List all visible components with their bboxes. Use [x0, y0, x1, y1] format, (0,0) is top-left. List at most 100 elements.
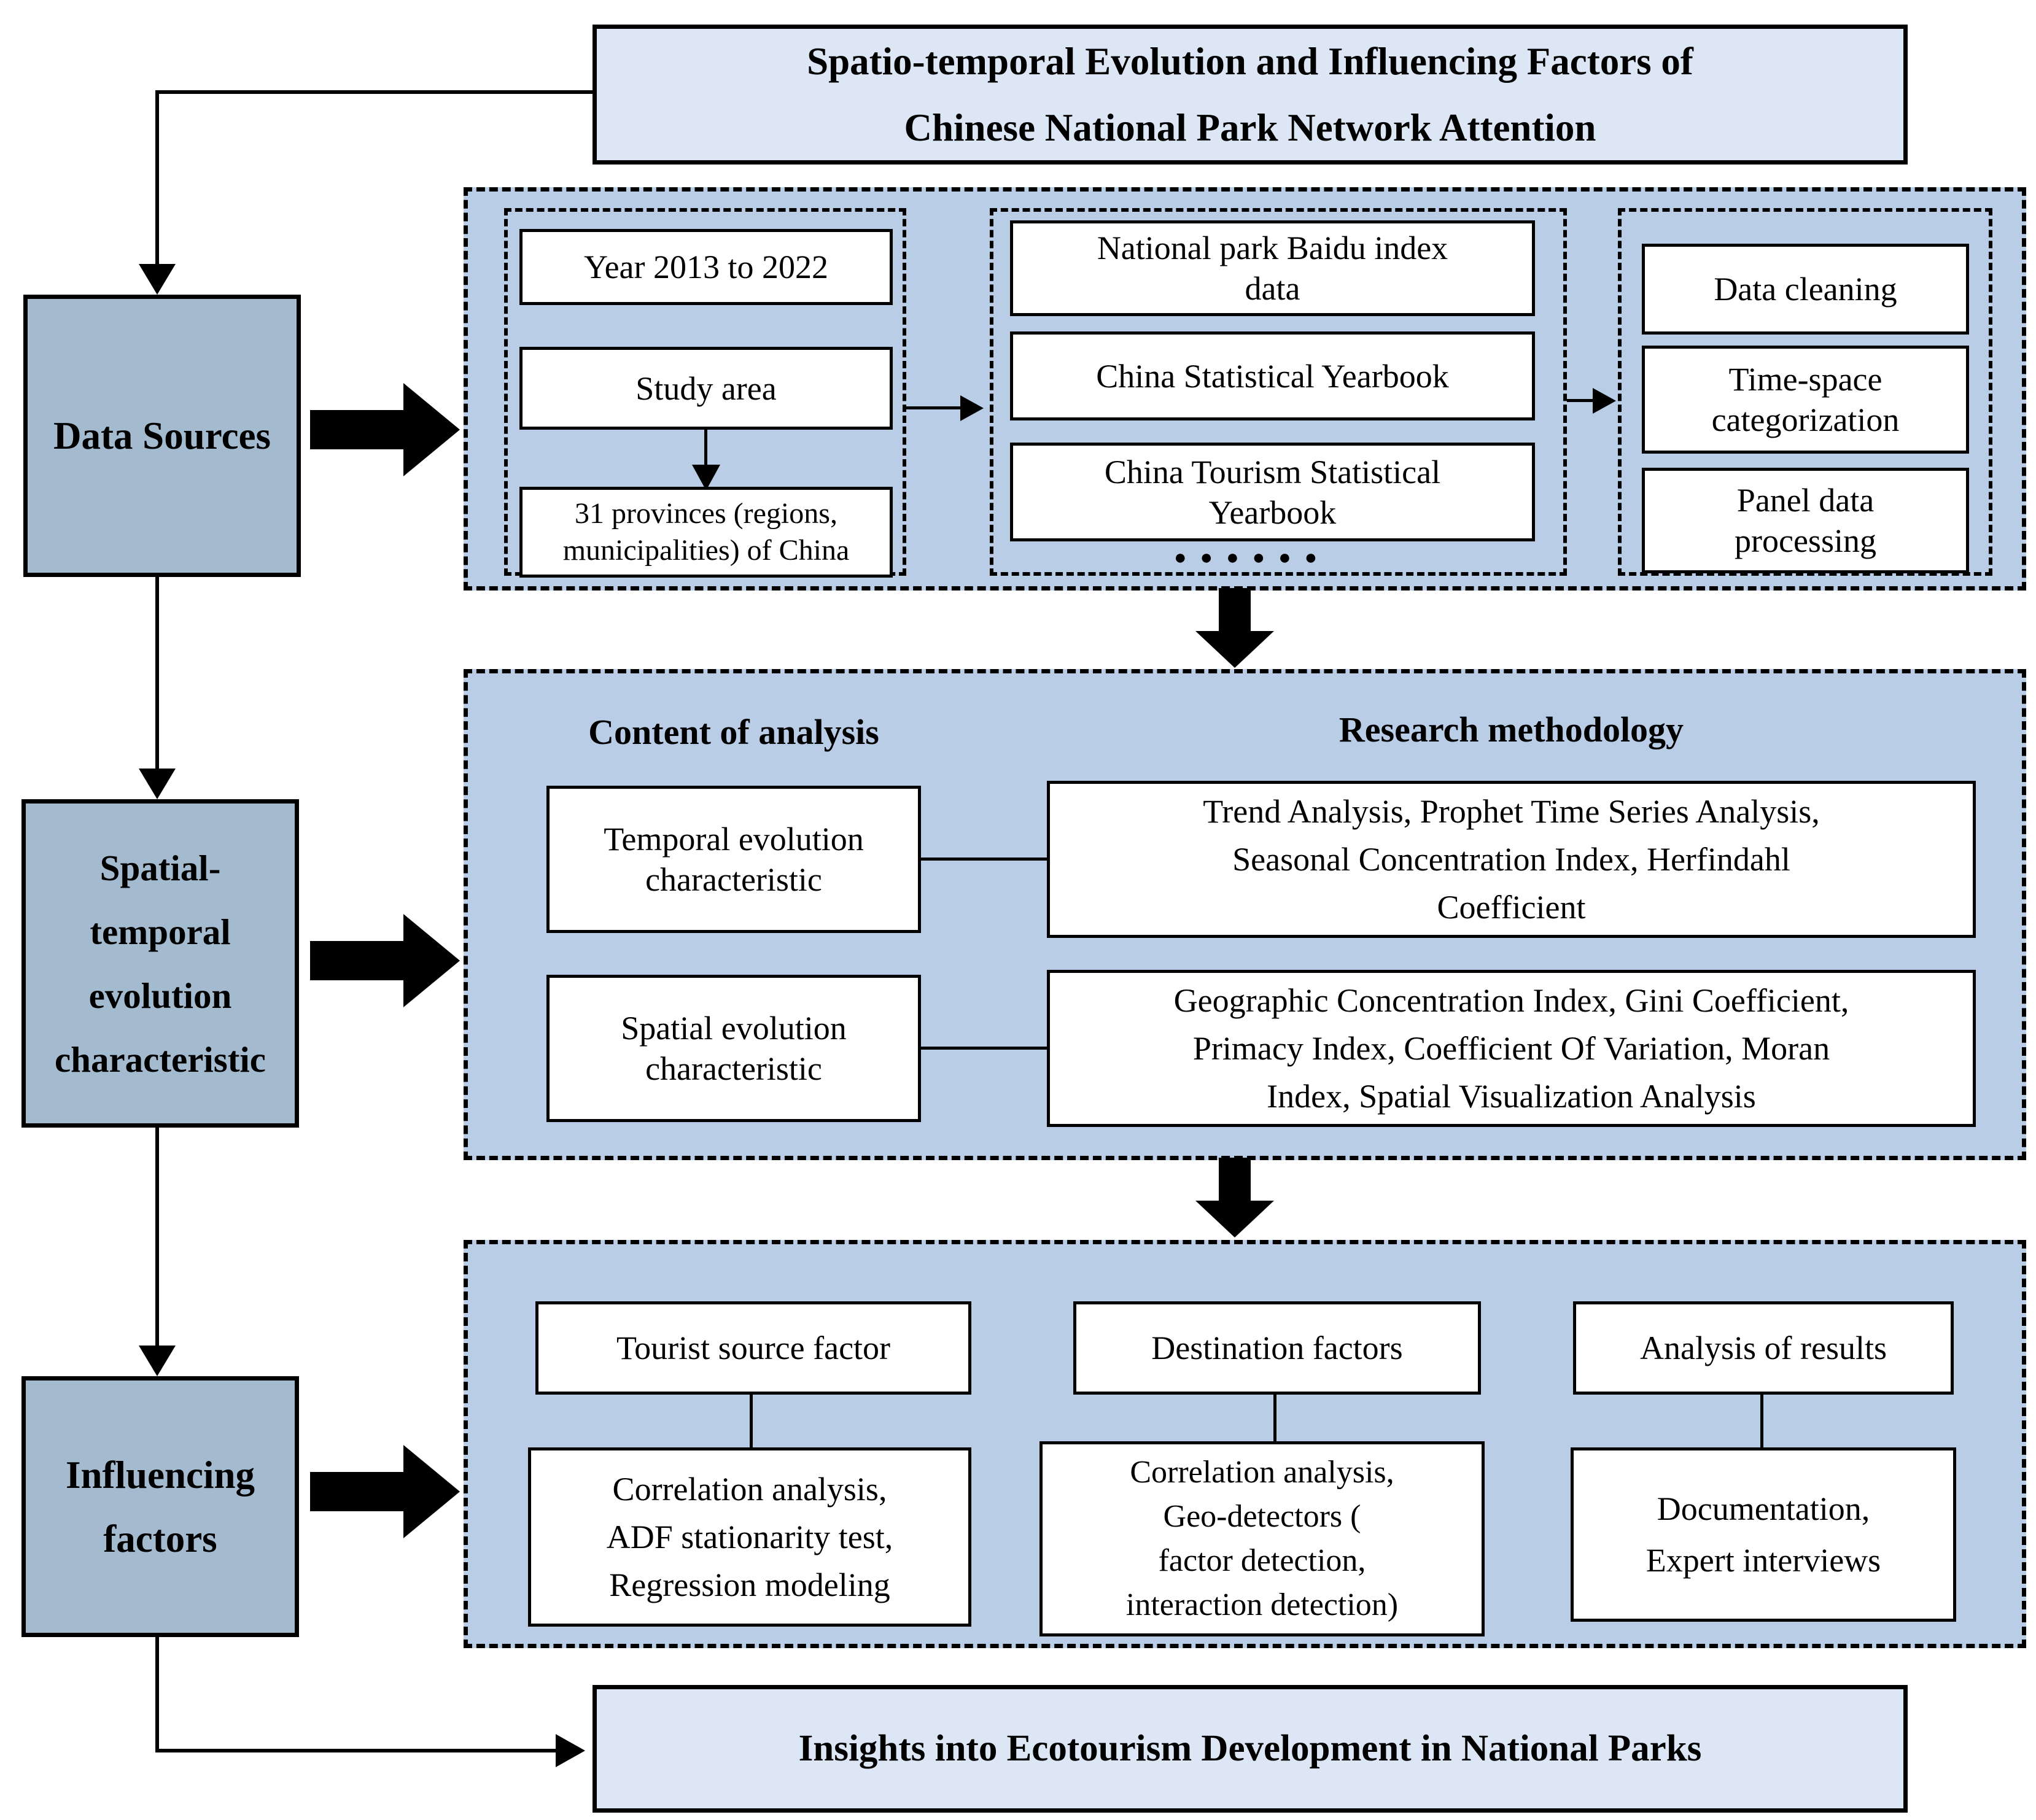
method-line: Regression modeling	[609, 1566, 890, 1603]
spine-segment-1	[155, 90, 159, 267]
yearbook-1-text: China Statistical Yearbook	[1096, 357, 1449, 395]
study-area-text: Study area	[635, 370, 777, 407]
spatial-line-2: characteristic	[645, 1050, 822, 1087]
provinces-line-2: municipalities) of China	[562, 534, 850, 567]
label-spatial-temporal: Spatial- temporal evolution characterist…	[21, 799, 299, 1128]
tourism-yearbook-box: China Tourism Statistical Yearbook	[1010, 443, 1535, 541]
scope-subcontainer: Year 2013 to 2022 Study area 31 province…	[504, 208, 906, 578]
label-influencing-factors: Influencing factors	[21, 1376, 299, 1637]
footer-box: Insights into Ecotourism Development in …	[593, 1685, 1908, 1813]
yearbook-2-line-1: China Tourism Statistical	[1104, 453, 1441, 490]
tourist-source-methods-box: Correlation analysis, ADF stationarity t…	[528, 1447, 971, 1627]
label-data-sources: Data Sources	[23, 295, 301, 577]
destination-methods-box: Correlation analysis, Geo-detectors ( fa…	[1039, 1441, 1485, 1636]
label-line: evolution	[88, 975, 232, 1016]
processing-subcontainer: Data cleaning Time-space categorization …	[1618, 208, 1992, 576]
method-line: Coefficient	[1437, 889, 1586, 926]
year-box: Year 2013 to 2022	[519, 229, 893, 305]
arrow-shaft	[310, 410, 403, 449]
timespace-line-2: categorization	[1711, 401, 1900, 438]
analysis-container: Content of analysis Research methodology…	[464, 669, 2026, 1160]
destination-factors-box: Destination factors	[1073, 1301, 1481, 1395]
baidu-index-box: National park Baidu index data	[1010, 220, 1535, 316]
sources-to-processing-line	[1567, 399, 1595, 402]
footer-connector-line	[155, 1749, 556, 1752]
arrow-down-icon	[139, 1346, 176, 1376]
footer-text: Insights into Ecotourism Development in …	[798, 1728, 1702, 1769]
label-line: factors	[103, 1517, 217, 1560]
method-line: Correlation analysis,	[1130, 1455, 1394, 1490]
study-area-box: Study area	[519, 347, 893, 430]
results-methods-box: Documentation, Expert interviews	[1571, 1447, 1956, 1622]
data-cleaning-text: Data cleaning	[1714, 271, 1897, 308]
temporal-line-1: Temporal evolution	[604, 821, 864, 858]
baidu-line-1: National park Baidu index	[1097, 230, 1448, 266]
method-line: Geographic Concentration Index, Gini Coe…	[1173, 982, 1849, 1019]
factors-container: Tourist source factor Correlation analys…	[464, 1240, 2026, 1648]
provinces-box: 31 provinces (regions, municipalities) o…	[519, 487, 893, 578]
research-methodology-header: Research methodology	[1339, 710, 1684, 749]
analysis-of-results-box: Analysis of results	[1573, 1301, 1954, 1395]
method-line: Index, Spatial Visualization Analysis	[1267, 1078, 1756, 1115]
temporal-methods-box: Trend Analysis, Prophet Time Series Anal…	[1047, 781, 1976, 938]
title-line-1: Spatio-temporal Evolution and Influencin…	[807, 40, 1693, 83]
label-line: Spatial-	[99, 847, 221, 888]
block-arrow-down-icon-1	[1195, 588, 1274, 668]
method-line: Correlation analysis,	[612, 1471, 887, 1508]
arrow-head	[1195, 1201, 1274, 1237]
statistical-yearbook-box: China Statistical Yearbook	[1010, 331, 1535, 420]
arrow-head	[1195, 631, 1274, 668]
method-line: Geo-detectors (	[1163, 1499, 1361, 1534]
spine-segment-2	[155, 577, 159, 770]
title-line-2: Chinese National Park Network Attention	[904, 106, 1596, 149]
arrow-right-icon	[556, 1734, 585, 1767]
content-analysis-header: Content of analysis	[588, 712, 879, 752]
ellipsis-dots-icon: ●●●●●●	[1174, 546, 1331, 569]
arrow-down-icon	[139, 264, 176, 295]
method-line: ADF stationarity test,	[606, 1519, 893, 1555]
arrow-shaft	[1219, 1158, 1251, 1201]
arrow-down-icon	[139, 769, 176, 799]
spatial-evolution-box: Spatial evolution characteristic	[546, 975, 921, 1122]
method-line: Trend Analysis, Prophet Time Series Anal…	[1203, 793, 1820, 830]
block-arrow-right-icon-3	[310, 1445, 460, 1538]
column2-connector	[1273, 1395, 1276, 1444]
row1-connector-line	[921, 858, 1047, 861]
timespace-box: Time-space categorization	[1642, 346, 1969, 454]
method-line: Expert interviews	[1646, 1542, 1881, 1579]
arrow-right-icon	[1593, 388, 1616, 414]
sources-subcontainer: National park Baidu index data China Sta…	[990, 208, 1567, 576]
spine-segment-3	[155, 1128, 159, 1347]
column1-connector	[750, 1395, 753, 1449]
timespace-line-1: Time-space	[1728, 361, 1883, 398]
arrow-shaft	[1219, 588, 1251, 631]
label-data-sources-text: Data Sources	[53, 414, 271, 457]
label-line: characteristic	[55, 1039, 266, 1080]
method-line: interaction detection)	[1125, 1587, 1399, 1622]
label-line: temporal	[90, 911, 231, 952]
title-connector-line	[155, 90, 593, 94]
method-line: Primacy Index, Coefficient Of Variation,…	[1192, 1030, 1830, 1067]
arrow-head	[403, 383, 460, 476]
panel-data-box: Panel data processing	[1642, 468, 1969, 573]
spatial-methods-box: Geographic Concentration Index, Gini Coe…	[1047, 970, 1976, 1127]
arrow-shaft	[310, 1472, 403, 1511]
arrow-head	[403, 1445, 460, 1538]
row2-connector-line	[921, 1047, 1047, 1050]
arrow-head	[403, 914, 460, 1007]
column-header-text: Destination factors	[1151, 1330, 1403, 1366]
spine-segment-4	[155, 1637, 159, 1752]
block-arrow-down-icon-2	[1195, 1158, 1274, 1237]
column3-connector	[1760, 1395, 1763, 1449]
study-area-connector	[704, 430, 707, 468]
column-header-text: Tourist source factor	[616, 1330, 891, 1366]
arrow-down-icon	[692, 465, 720, 490]
title-box: Spatio-temporal Evolution and Influencin…	[593, 25, 1908, 165]
block-arrow-right-icon-1	[310, 383, 460, 476]
panel-line-2: processing	[1735, 522, 1876, 559]
method-line: Seasonal Concentration Index, Herfindahl	[1232, 841, 1790, 878]
temporal-line-2: characteristic	[645, 861, 822, 898]
label-line: Influencing	[65, 1453, 255, 1497]
data-sources-container: Year 2013 to 2022 Study area 31 province…	[464, 187, 2026, 591]
